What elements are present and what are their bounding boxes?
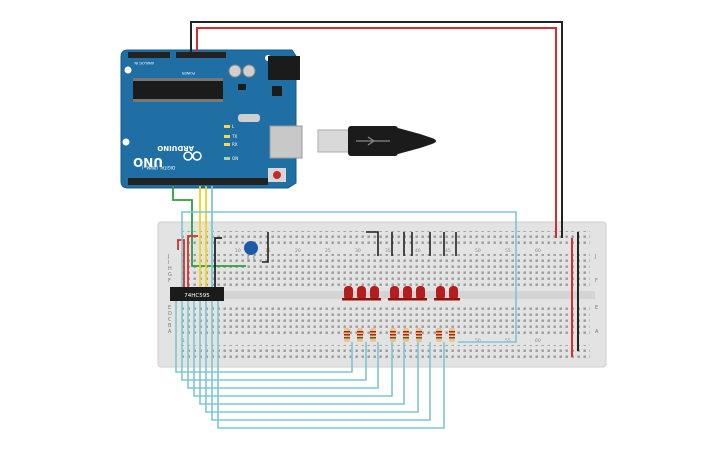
rx-label: RX [232, 142, 238, 147]
led [368, 286, 381, 301]
column-number: 1 [182, 338, 185, 344]
analog-header [176, 52, 226, 58]
resistor [416, 328, 422, 342]
row-letter: G [168, 272, 172, 278]
row-letter: B [168, 323, 172, 329]
row-letter: F [595, 278, 598, 284]
brand-label: ARDUINO [157, 144, 194, 152]
row-letter: J [594, 254, 596, 260]
arduino-logo: ARDUINO UNO [133, 144, 202, 169]
resistor [370, 328, 376, 342]
column-number: 55 [505, 248, 511, 254]
row-letter: E [595, 305, 598, 311]
ground-wire [190, 21, 563, 238]
column-number: 40 [415, 248, 421, 254]
column-number: 10 [235, 248, 241, 254]
model-label: UNO [133, 155, 163, 169]
led-ground-jumpers [366, 231, 457, 256]
upper-terminal-block [180, 254, 590, 286]
led [355, 286, 368, 301]
column-number: 25 [325, 248, 331, 254]
output-wires [175, 211, 517, 429]
row-letter: E [168, 305, 171, 311]
led [401, 286, 414, 301]
cap-ground-jumper [262, 232, 269, 263]
row-letter: F [168, 278, 171, 284]
resistor [344, 328, 350, 342]
column-number: 60 [535, 248, 541, 254]
led [447, 286, 460, 301]
row-letter: I [168, 260, 169, 266]
capacitor-2 [242, 64, 256, 78]
resistor [449, 328, 455, 342]
analog-label: ANALOG IN [134, 61, 154, 65]
chip-gnd-jumper [214, 237, 222, 290]
breadboard: J I H G F E D C B A J F E A 1 5 10 15 20… [157, 221, 607, 368]
column-number: 35 [385, 248, 391, 254]
center-channel [170, 291, 595, 299]
column-number: 55 [505, 338, 511, 344]
resistor [436, 328, 442, 342]
resistor [403, 328, 409, 342]
row-letter: D [168, 311, 172, 317]
tx-label: TX [231, 134, 237, 139]
l-label: L [232, 124, 235, 129]
column-number: 50 [475, 248, 481, 254]
column-number: 60 [535, 338, 541, 344]
power-label: POWER [181, 71, 195, 75]
power-wire-5v [196, 27, 557, 238]
atmega-chip [133, 80, 223, 100]
row-letters: J I H G F E D C B A J F E A [167, 254, 599, 335]
lower-terminal-block [180, 304, 590, 336]
column-number: 20 [295, 248, 301, 254]
led [388, 286, 401, 301]
row-letter: J [167, 254, 169, 260]
led [434, 286, 447, 301]
usb-port [269, 125, 303, 159]
column-number: 30 [355, 248, 361, 254]
column-number: 45 [445, 248, 451, 254]
signal-wire-green [172, 186, 246, 267]
arduino-board: ANALOG IN POWER DIGITAL (PWM~) ARDUINO U… [120, 49, 303, 189]
chip-mr-jumper [187, 235, 198, 290]
bottom-power-rail [180, 345, 590, 359]
chip-vcc-jumper [177, 239, 185, 290]
row-letter: C [168, 317, 172, 323]
decoupling-capacitor [244, 241, 258, 262]
column-number: 50 [475, 338, 481, 344]
reset-button[interactable] [273, 171, 281, 179]
resistor [390, 328, 396, 342]
resistor-array [344, 328, 455, 342]
row-letter: A [168, 329, 172, 335]
led [342, 286, 355, 301]
power-header [128, 52, 170, 58]
digital-label: DIGITAL (PWM~) [141, 165, 175, 170]
row-letter: H [168, 266, 172, 272]
chip-label: 74HC595 [184, 293, 210, 299]
top-power-rail [180, 231, 590, 245]
capacitor-1 [228, 64, 242, 78]
led-array [342, 286, 460, 301]
dc-jack [268, 56, 300, 80]
row-letter: A [595, 329, 599, 335]
digital-header [128, 178, 268, 185]
usb-cable [317, 126, 436, 156]
resistor [357, 328, 363, 342]
shift-register-chip: 74HC595 [170, 287, 224, 301]
on-label: ON [232, 156, 238, 161]
led [414, 286, 427, 301]
